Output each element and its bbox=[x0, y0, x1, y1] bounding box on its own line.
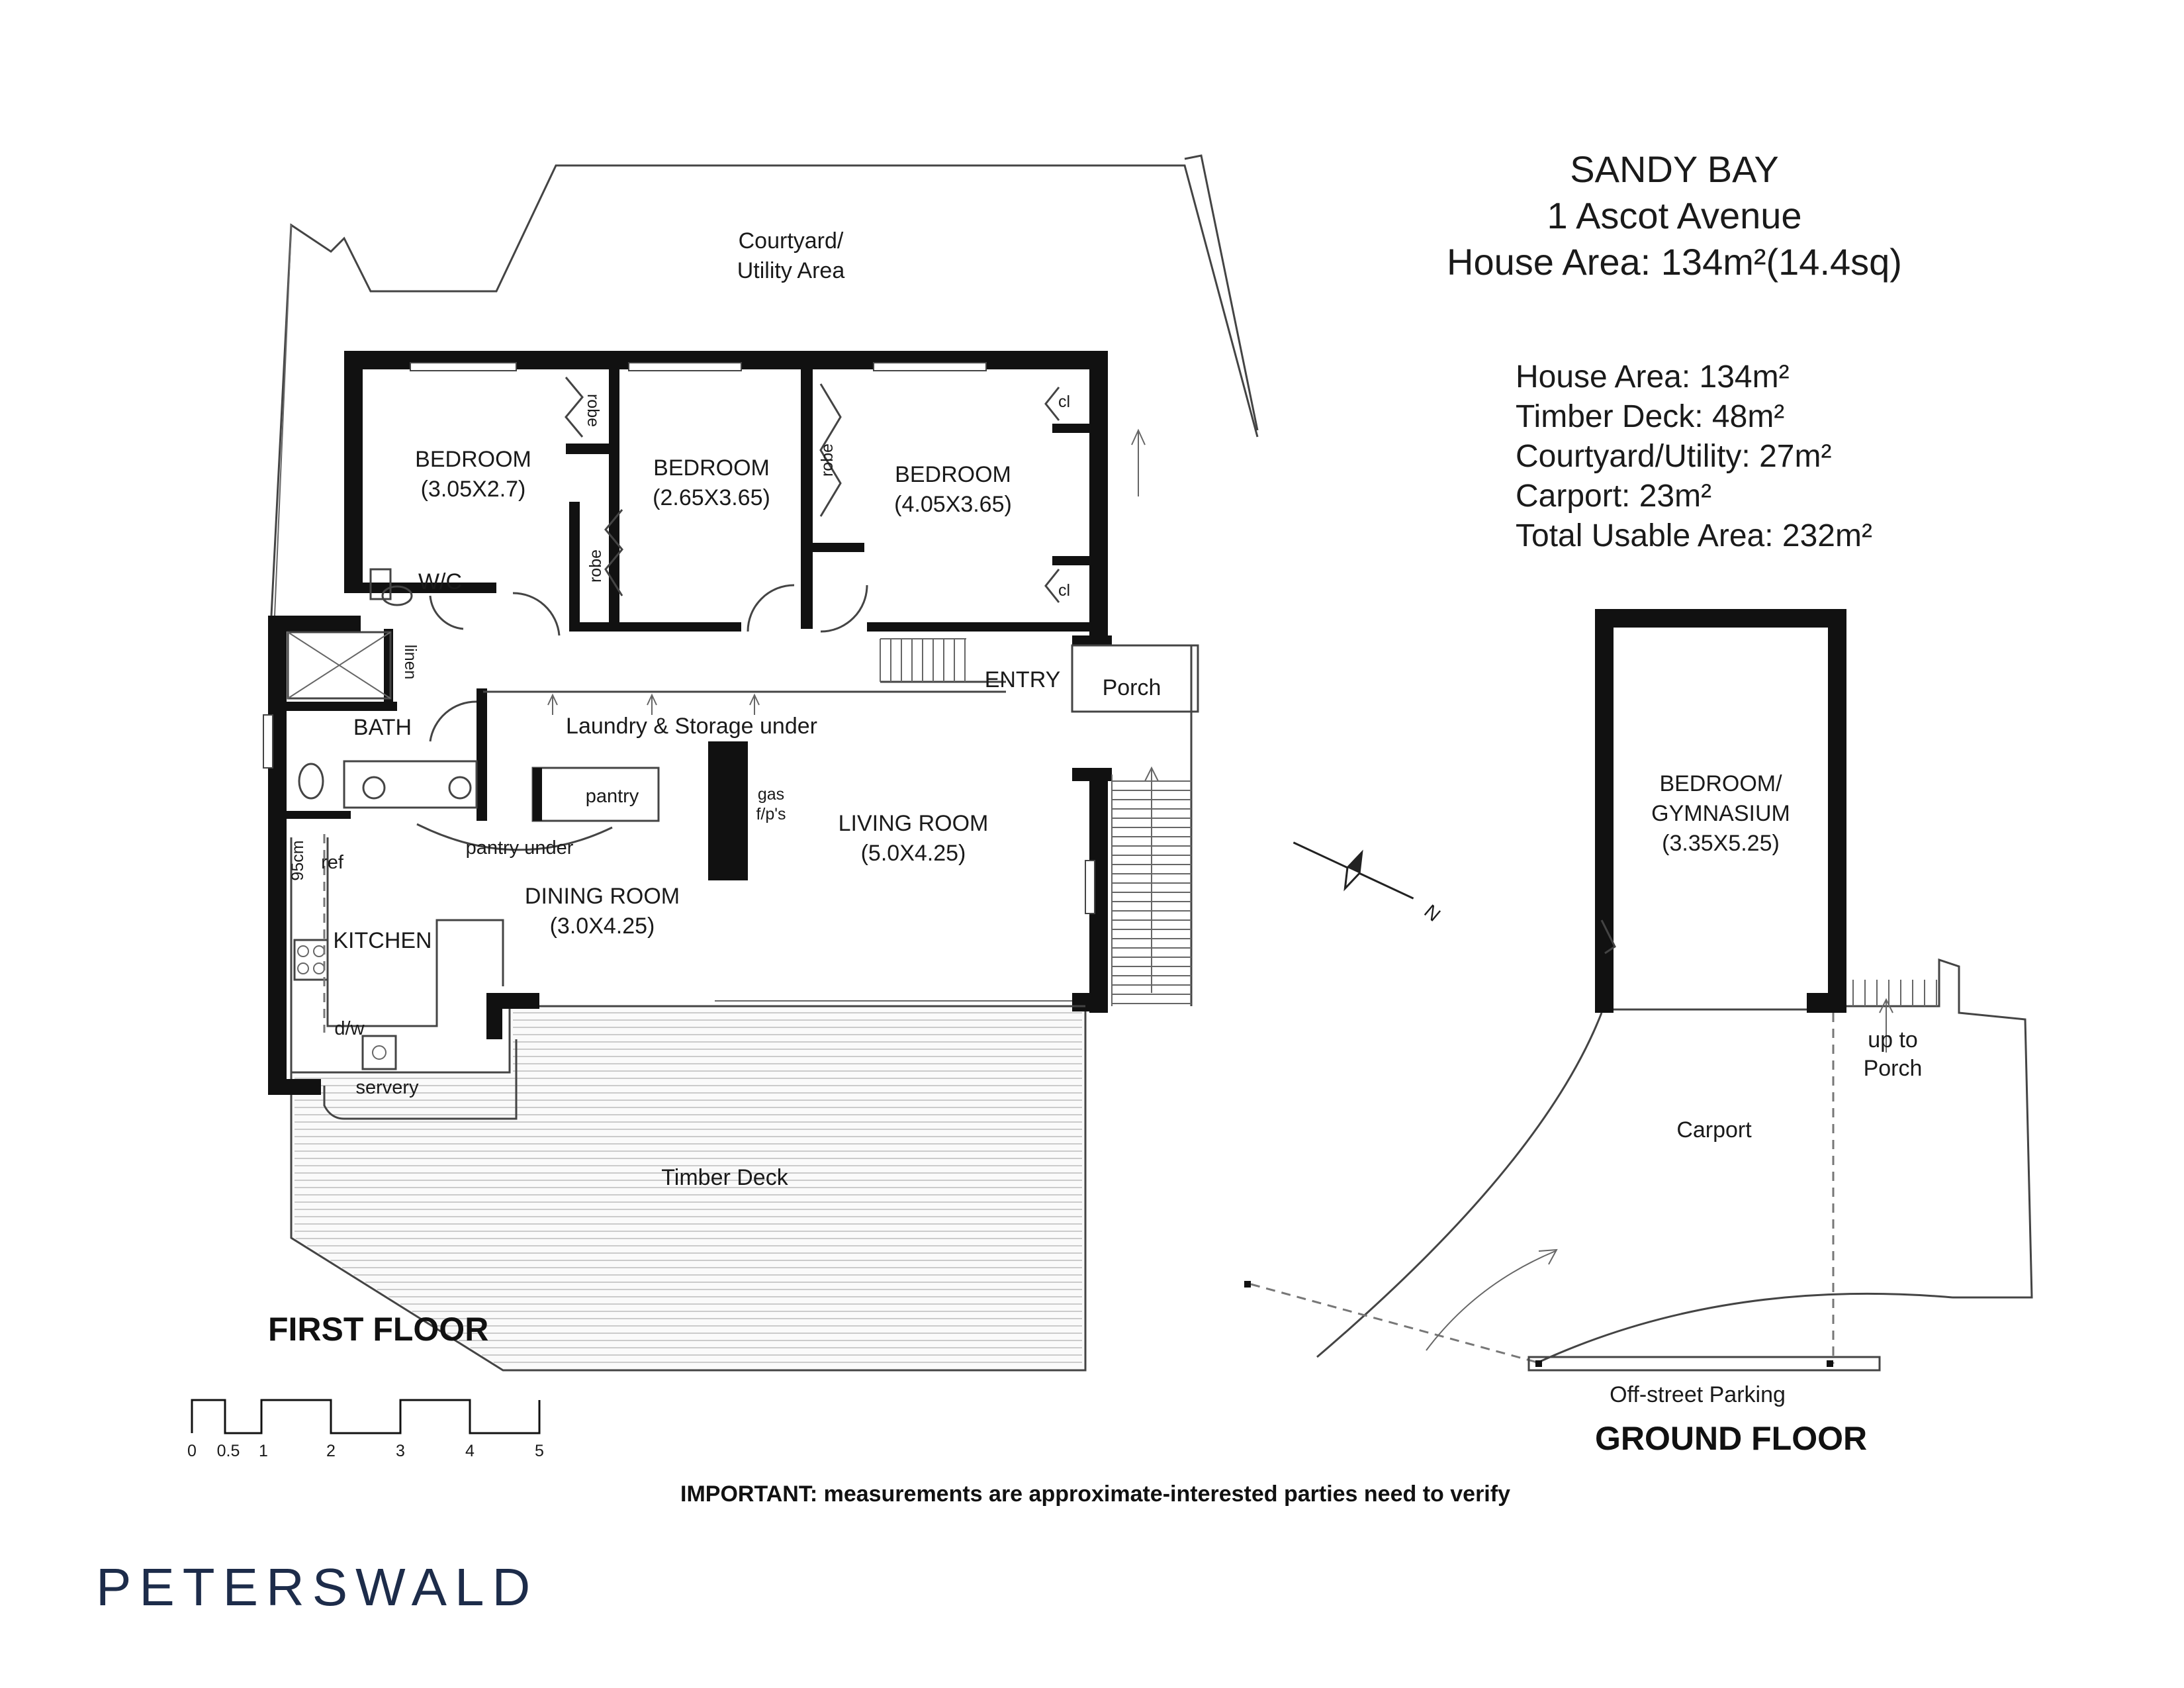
area-item: Total Usable Area: 232m² bbox=[1516, 518, 1872, 553]
closet-label-1: cl bbox=[1058, 393, 1070, 411]
servery-label: servery bbox=[355, 1077, 419, 1098]
dw-label: d/w bbox=[334, 1018, 365, 1039]
bedroom-1-label: BEDROOM bbox=[415, 447, 531, 472]
ref-label: ref bbox=[321, 852, 344, 873]
dining-room-label: DINING ROOM bbox=[525, 884, 680, 909]
kitchen-label: KITCHEN bbox=[333, 928, 432, 953]
scale-tick: 3 bbox=[396, 1442, 405, 1460]
wc-label: W/C bbox=[418, 569, 462, 594]
living-room-size: (5.0X4.25) bbox=[861, 841, 966, 866]
timber-deck bbox=[290, 1005, 1087, 1372]
gym-label: BEDROOM/ bbox=[1659, 771, 1782, 796]
gas-label: gas bbox=[758, 785, 784, 804]
closet-label-2: cl bbox=[1058, 581, 1070, 600]
scale-tick: 4 bbox=[465, 1442, 475, 1460]
area-list: House Area: 134m² Timber Deck: 48m² Cour… bbox=[1516, 359, 1872, 553]
robe-label-3: robe bbox=[818, 444, 837, 477]
courtyard-label-2: Utility Area bbox=[737, 258, 845, 283]
bedroom-2-label: BEDROOM bbox=[653, 455, 770, 481]
living-room-label: LIVING ROOM bbox=[839, 811, 989, 836]
bedroom-3-label: BEDROOM bbox=[895, 462, 1011, 487]
compass-icon bbox=[1293, 841, 1414, 900]
first-floor-details bbox=[263, 362, 1199, 1120]
courtyard-label: Courtyard/ bbox=[739, 228, 844, 254]
scale-tick: 0.5 bbox=[217, 1442, 240, 1460]
house-area-title: House Area: 134m²(14.4sq) bbox=[1447, 241, 1902, 283]
area-item: Courtyard/Utility: 27m² bbox=[1516, 439, 1831, 474]
first-floor-walls bbox=[268, 351, 1112, 1095]
scale-tick: 5 bbox=[535, 1442, 544, 1460]
gym-size: (3.35X5.25) bbox=[1662, 831, 1780, 856]
area-item: Carport: 23m² bbox=[1516, 479, 1711, 514]
carport-label: Carport bbox=[1676, 1117, 1752, 1143]
pantry-label: pantry bbox=[586, 786, 639, 807]
entry-label: ENTRY bbox=[985, 667, 1061, 692]
courtyard-boundary bbox=[270, 154, 1259, 616]
address-title: 1 Ascot Avenue bbox=[1547, 195, 1801, 236]
dining-room-size: (3.0X4.25) bbox=[550, 914, 655, 939]
ground-floor-label: GROUND FLOOR bbox=[1595, 1420, 1867, 1457]
ref-width-label: 95cm bbox=[289, 840, 307, 880]
parking-label: Off-street Parking bbox=[1610, 1382, 1786, 1407]
brand-logo: PETERSWALD bbox=[96, 1558, 538, 1617]
timber-deck-label: Timber Deck bbox=[661, 1165, 788, 1190]
gym-label-2: GYMNASIUM bbox=[1651, 801, 1790, 826]
robe-label-1: robe bbox=[584, 394, 602, 427]
scale-tick: 1 bbox=[259, 1442, 268, 1460]
porch-label: Porch bbox=[1103, 675, 1161, 700]
pantry-under-label: pantry under bbox=[466, 837, 574, 859]
first-floor-label: FIRST FLOOR bbox=[268, 1311, 488, 1348]
important-note: IMPORTANT: measurements are approximate-… bbox=[680, 1481, 1510, 1507]
scale-bar: 0 0.5 1 2 3 4 5 bbox=[187, 1399, 544, 1460]
area-item: Timber Deck: 48m² bbox=[1516, 399, 1784, 434]
scale-tick: 0 bbox=[187, 1442, 197, 1460]
scale-tick: 2 bbox=[326, 1442, 336, 1460]
up-to-porch-label: up to bbox=[1868, 1027, 1918, 1053]
up-to-porch-label-2: Porch bbox=[1864, 1056, 1923, 1081]
bedroom-2-size: (2.65X3.65) bbox=[653, 485, 770, 510]
ground-floor-walls bbox=[1244, 609, 2033, 1372]
bath-label: BATH bbox=[353, 715, 412, 740]
compass-north-label: N bbox=[1420, 901, 1445, 926]
bedroom-1-size: (3.05X2.7) bbox=[421, 477, 526, 502]
bedroom-3-size: (4.05X3.65) bbox=[894, 492, 1012, 517]
robe-label-2: robe bbox=[586, 549, 605, 583]
laundry-label: Laundry & Storage under bbox=[566, 714, 817, 739]
gas-label-2: f/p's bbox=[756, 805, 786, 823]
area-item: House Area: 134m² bbox=[1516, 359, 1790, 395]
suburb-title: SANDY BAY bbox=[1570, 148, 1778, 190]
arrows bbox=[547, 428, 1893, 1351]
linen-label: linen bbox=[401, 645, 420, 680]
